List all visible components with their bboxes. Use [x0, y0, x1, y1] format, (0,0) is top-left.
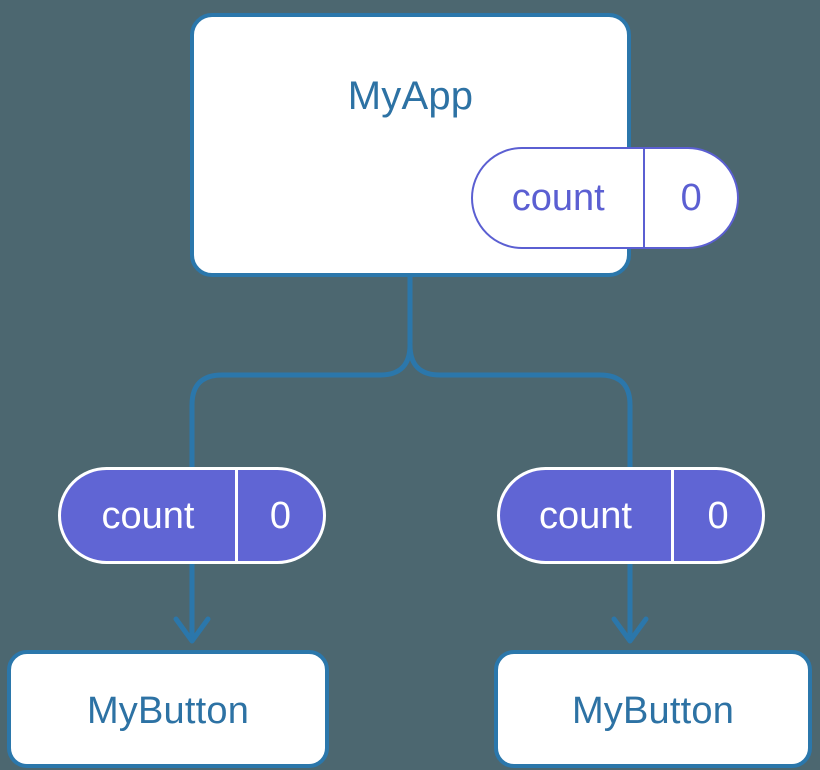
component-card-myapp[interactable]: MyApp count 0 — [190, 13, 739, 277]
state-pill-myapp[interactable]: count 0 — [471, 147, 739, 249]
state-value-label: 0 — [643, 149, 737, 247]
branch-line-right — [407, 342, 633, 470]
arrow-head-right — [611, 616, 649, 644]
props-key-label: count — [539, 494, 632, 537]
arrow-head-left — [173, 616, 211, 644]
component-card-mybutton-right[interactable]: MyButton — [494, 650, 812, 768]
state-key-label: count — [511, 177, 605, 219]
props-pill-left[interactable]: count 0 — [58, 467, 326, 564]
component-title-mybutton: MyButton — [571, 690, 735, 732]
props-value-label: 0 — [234, 470, 323, 561]
props-pill-right[interactable]: count 0 — [497, 467, 765, 564]
props-value-label: 0 — [671, 470, 762, 561]
component-title-myapp: MyApp — [347, 74, 474, 118]
component-title-mybutton: MyButton — [86, 690, 250, 732]
props-key-label: count — [101, 494, 195, 537]
branch-line-left — [189, 342, 413, 470]
component-card-mybutton-left[interactable]: MyButton — [7, 650, 329, 768]
